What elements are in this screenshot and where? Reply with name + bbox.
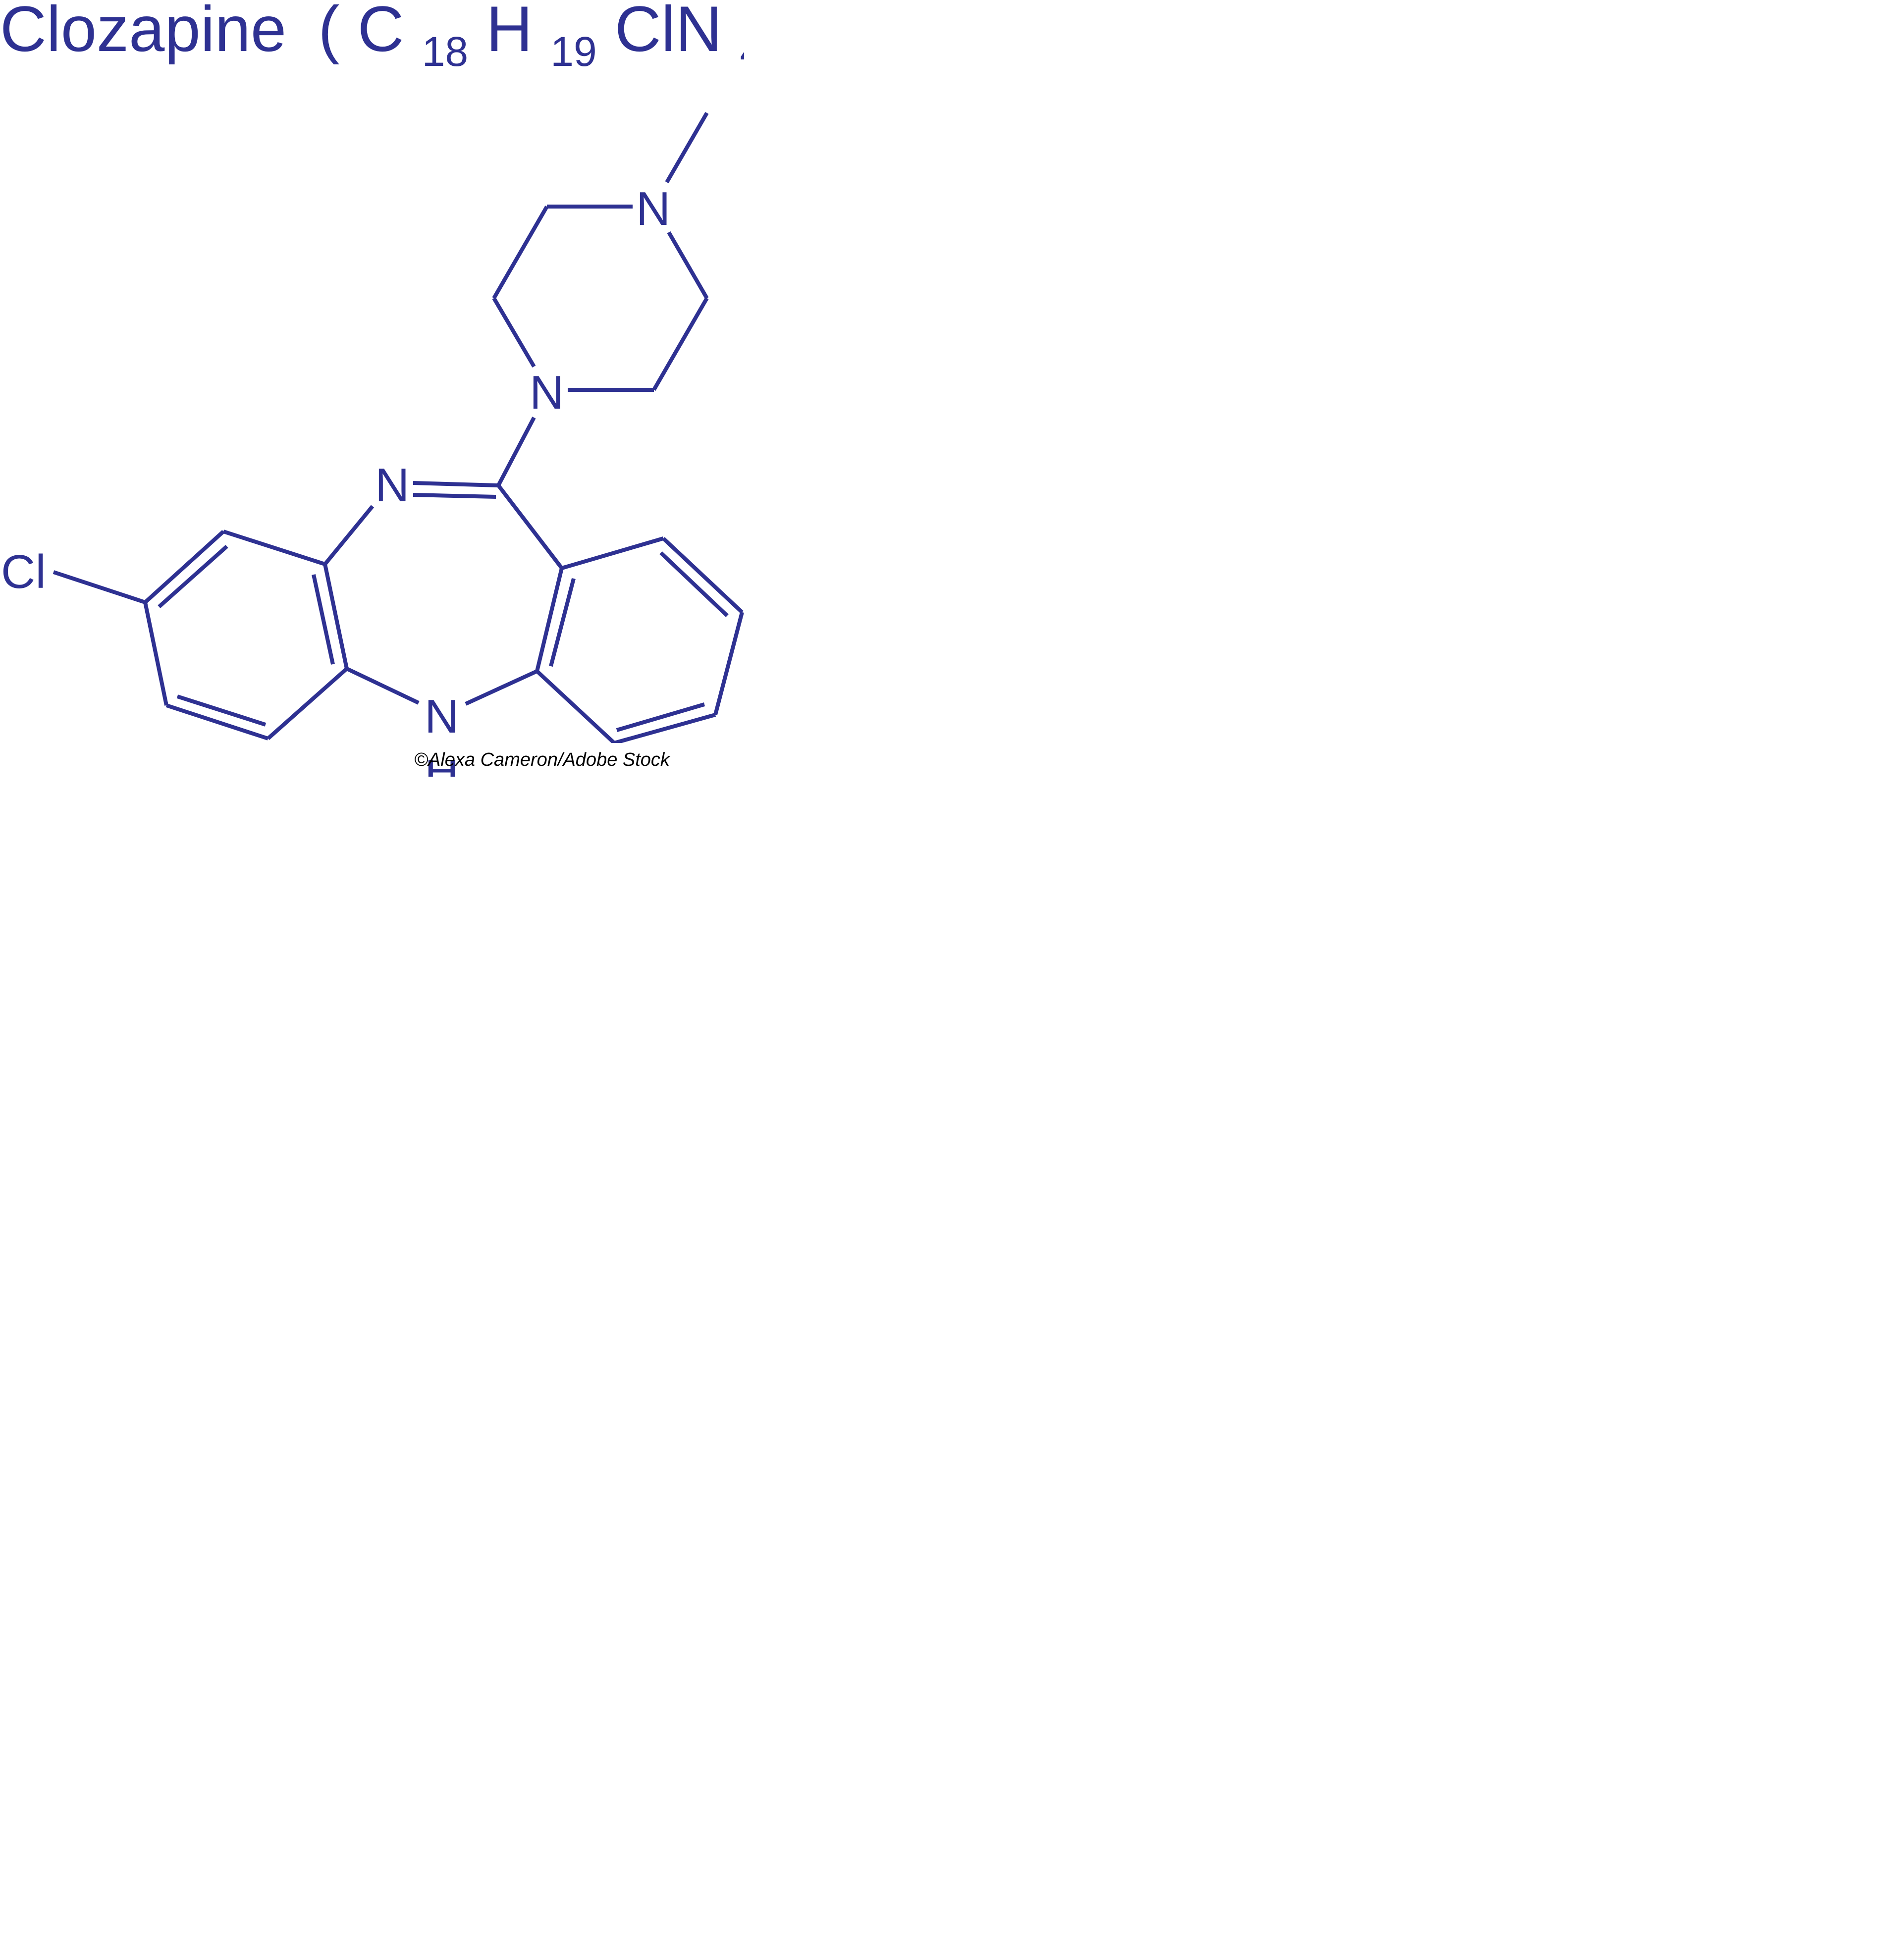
bond-left-c9a-c4a [323,564,349,669]
formula-count-n: 4 [740,28,744,75]
formula-count-c: 18 [422,28,468,75]
bond-lines [53,111,744,745]
bond-left-c2-c1-inner [176,694,267,727]
atom-labels: N N N N H Cl [1,182,670,777]
bond-right-c1-c2-inner [659,551,729,617]
bond-pip-c2-c3 [492,205,549,300]
atom-n-imine: N [375,459,409,512]
formula-element-h: H [486,0,533,65]
atom-n-amine: N [425,690,459,743]
bond-methyl [665,111,709,184]
bond-left-c2-c1 [165,703,269,741]
bond-left-c4-c3-inner [158,545,228,608]
bond-right-c2-c3 [713,611,744,716]
atom-cl: Cl [1,545,46,598]
atom-n-methyl: N [636,182,670,235]
bond-c11-n-imine-inner [413,493,496,499]
formula-count-h: 19 [550,28,596,75]
bond-right-c5a-c11a-inner [549,578,576,667]
bond-npip-c11 [496,417,536,486]
bond-c3-cl [53,570,146,604]
bond-right-c11a-c1 [561,536,664,570]
image-credit: ©Alexa Cameron/Adobe Stock [414,749,671,770]
bond-right-c5a-c11a [535,568,564,672]
compound-title: Clozapine ( C 18 H 19 ClN 4 ) [0,0,744,80]
bond-left-c3-c2 [143,602,168,706]
bond-left-c4-c3 [144,530,225,604]
formula-element-cln: ClN [615,0,722,65]
formula-element-c: C [358,0,404,65]
clozapine-structure-diagram: Clozapine ( C 18 H 19 ClN 4 ) [0,0,744,777]
bond-c9a-nh [346,667,420,705]
bond-left-c1-c9a [267,667,348,740]
bond-right-c3-c4 [613,713,716,745]
formula-open-paren: ( [318,0,339,65]
bond-right-c3-c4-inner [616,702,705,732]
bond-n-imine-c4a [323,505,375,566]
atom-n-piperazine: N [530,366,564,419]
bond-c11-c11a [496,484,564,570]
bond-pip-c5-c6 [652,297,709,391]
credit-backdrop [411,743,744,760]
compound-name: Clozapine [0,0,286,65]
bond-left-c9a-c4a-inner [312,574,335,665]
bond-right-c4-c5a [536,670,616,744]
bond-pip-c6-n1 [667,231,709,300]
bond-nh-c5a [465,669,538,706]
bond-pip-c3-n4 [492,297,536,368]
bond-right-c1-c2 [662,537,744,614]
bond-c11-n-imine [413,481,499,487]
bond-left-c4a-c4 [222,530,326,566]
